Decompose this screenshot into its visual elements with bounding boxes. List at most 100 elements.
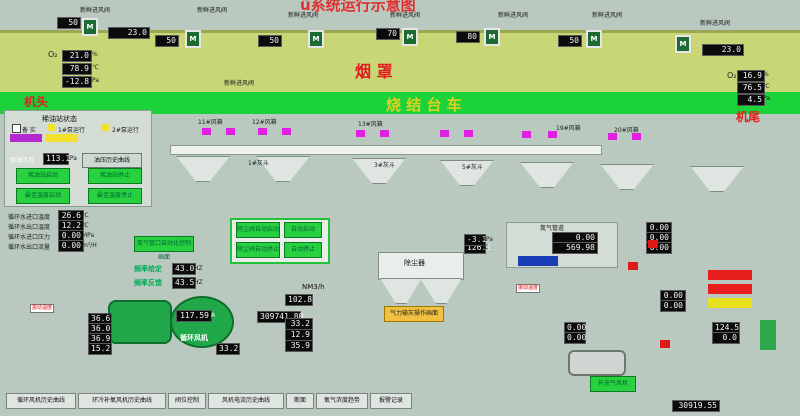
fresh-air-fan-icon[interactable]: M bbox=[308, 30, 324, 48]
bellow-valve-icon[interactable] bbox=[258, 128, 267, 135]
right-o2-unit: % bbox=[763, 71, 769, 78]
left-pressure-value: -12.8 bbox=[62, 76, 92, 88]
fresh-air-valve-label: 新鲜进风阀 bbox=[288, 12, 319, 19]
water-flow-value: 0.00 bbox=[58, 240, 84, 252]
dust-valve-auto-stop-button[interactable]: 除尘阀自动停止 bbox=[236, 242, 280, 258]
fan-speed-value: 117.59 bbox=[176, 310, 212, 322]
supplement-fan-box[interactable] bbox=[760, 320, 776, 350]
dust-collector[interactable] bbox=[378, 252, 464, 280]
sinter-band bbox=[0, 92, 800, 114]
fresh-air-fan-icon[interactable]: M bbox=[586, 30, 602, 48]
supplement-fan-motor[interactable] bbox=[568, 350, 626, 376]
water-in-temp-unit: ℃ bbox=[82, 212, 89, 219]
ash-hopper bbox=[176, 156, 230, 182]
oil-pressure-history-button[interactable]: 油压历史曲线 bbox=[82, 153, 142, 168]
dust-collector-hopper bbox=[420, 278, 462, 304]
tab-valve-control[interactable]: 阀位控制 bbox=[168, 393, 206, 409]
right-temp-unit: ℃ bbox=[763, 83, 770, 90]
bellow-valve-icon[interactable] bbox=[202, 128, 211, 135]
water-out-temp-label: 循环水出口温度 bbox=[8, 224, 51, 231]
bellow-valve-icon[interactable] bbox=[380, 130, 389, 137]
fresh-air-valve-value: 50 bbox=[57, 17, 81, 29]
tab-fan-current-history[interactable]: 风机电流历史曲线 bbox=[208, 393, 284, 409]
fresh-air-valve-label: 新鲜进风阀 bbox=[592, 12, 623, 19]
dust-valve-auto-start-button[interactable]: 除尘阀自动启动 bbox=[236, 222, 280, 238]
circulation-fan-label: 循环风机 bbox=[180, 334, 208, 342]
bellow-valve-icon[interactable] bbox=[464, 130, 473, 137]
bellow-valve-icon[interactable] bbox=[632, 133, 641, 140]
right-valve-icon[interactable] bbox=[648, 240, 658, 248]
hopper-label: 1#灰斗 bbox=[248, 160, 269, 167]
right-temp-2: 0.0 bbox=[712, 332, 740, 344]
bellow-label: 13#风箱 bbox=[358, 121, 383, 128]
hood-label: 烟 罩 bbox=[355, 62, 393, 81]
water-flow-unit: m³/H bbox=[82, 242, 97, 249]
right-o2-value: 16.9 bbox=[737, 70, 765, 82]
fresh-air-valve-label: 新鲜进风阀 bbox=[197, 7, 228, 14]
bellow-valve-icon[interactable] bbox=[440, 130, 449, 137]
frequency-control-button[interactable]: 氮气管口自动化控制画面 bbox=[134, 236, 194, 261]
tab-oxygen-trend[interactable]: 氧气浓度趋势 bbox=[316, 393, 368, 409]
circulation-fan-casing[interactable] bbox=[170, 296, 234, 348]
right-pressure-value: 4.5 bbox=[737, 94, 765, 106]
fan-alarm-indicator bbox=[708, 270, 752, 280]
dilute-station-start-button[interactable]: 稀油站启动 bbox=[16, 168, 70, 184]
right-valve-icon[interactable] bbox=[628, 262, 638, 270]
hopper-label: 3#灰斗 bbox=[374, 162, 395, 169]
bellow-valve-icon[interactable] bbox=[226, 128, 235, 135]
oil-pressure-unit: KPa bbox=[66, 155, 77, 162]
freq-feedback-unit: HZ bbox=[194, 279, 203, 286]
fresh-air-valve-value: 80 bbox=[456, 31, 480, 43]
collector-pipe bbox=[170, 145, 602, 155]
fresh-air-valve-label: 新鲜进风阀 bbox=[80, 7, 111, 14]
bellow-valve-icon[interactable] bbox=[548, 131, 557, 138]
auto-start-button[interactable]: 自动启动 bbox=[284, 222, 322, 238]
freq-feedback-label: 频率反馈 bbox=[134, 279, 162, 287]
fan-speed-unit: A bbox=[211, 312, 216, 319]
fan-flow-label: NM3/h bbox=[302, 283, 325, 291]
fresh-air-valve-value: 50 bbox=[558, 35, 582, 47]
right-valve-icon[interactable] bbox=[660, 340, 670, 348]
oil-pressure-value: 113.1 bbox=[43, 153, 70, 165]
fresh-air-valve-label: 新鲜进风阀 bbox=[498, 12, 529, 19]
bellow-valve-icon[interactable] bbox=[356, 130, 365, 137]
water-in-press-label: 循环水进口压力 bbox=[8, 234, 51, 241]
pneumatic-conveying-button[interactable]: 气力输灰操作画面 bbox=[384, 306, 444, 322]
bellow-valve-icon[interactable] bbox=[608, 133, 617, 140]
dilute-station-stop-button[interactable]: 稀油站停止 bbox=[88, 168, 142, 184]
fresh-air-fan-icon[interactable]: M bbox=[185, 30, 201, 48]
supplement-button-blue[interactable] bbox=[518, 256, 558, 266]
right-temp-value: 76.5 bbox=[737, 82, 765, 94]
ash-hopper bbox=[600, 164, 654, 190]
fresh-air-fan-icon[interactable]: M bbox=[675, 35, 691, 53]
fresh-air-fan-icon[interactable]: M bbox=[484, 28, 500, 46]
fresh-air-fan-icon[interactable]: M bbox=[402, 28, 418, 46]
fresh-air-fan-icon[interactable]: M bbox=[82, 18, 98, 36]
freq-given-unit: HZ bbox=[194, 265, 203, 272]
ash-hopper bbox=[690, 166, 744, 192]
left-o2-unit: % bbox=[92, 51, 98, 58]
tab-alarm-record[interactable]: 报警记录 bbox=[370, 393, 412, 409]
optimal-temp-stop-button[interactable]: 最佳温度停止 bbox=[88, 188, 142, 204]
bellow-valve-icon[interactable] bbox=[522, 131, 531, 138]
water-flow-label: 循环水出口流量 bbox=[8, 244, 51, 251]
fan-alarm-indicator bbox=[708, 284, 752, 294]
optimal-temp-start-button[interactable]: 最佳温度启动 bbox=[16, 188, 70, 204]
legend-standby: 备 实 bbox=[22, 127, 36, 134]
left-temp-value: 78.9 bbox=[62, 63, 92, 75]
tab-section[interactable]: 断面 bbox=[286, 393, 314, 409]
panel-header: 振动温度 bbox=[516, 284, 541, 293]
right-pressure-unit: Pa bbox=[763, 95, 771, 102]
tab-circulation-fan-history[interactable]: 循环风机历史曲线 bbox=[6, 393, 76, 409]
supplement-title: 氮气管道 bbox=[540, 225, 565, 232]
fresh-air-valve-value: 23.0 bbox=[108, 27, 150, 39]
fan-temp-1: 102.8 bbox=[285, 294, 313, 306]
water-in-temp-label: 循环水进口温度 bbox=[8, 214, 51, 221]
fan-reading: 36.9 bbox=[88, 333, 112, 345]
supplement-fan-label: 补充气风机 bbox=[590, 376, 636, 392]
auto-stop-button[interactable]: 自动停止 bbox=[284, 242, 322, 258]
tab-supplement-fan-history[interactable]: 环冷补氧风机历史曲线 bbox=[78, 393, 166, 409]
fresh-air-valve-value: 50 bbox=[155, 35, 179, 47]
circulation-fan-motor[interactable] bbox=[108, 300, 172, 344]
bellow-valve-icon[interactable] bbox=[282, 128, 291, 135]
